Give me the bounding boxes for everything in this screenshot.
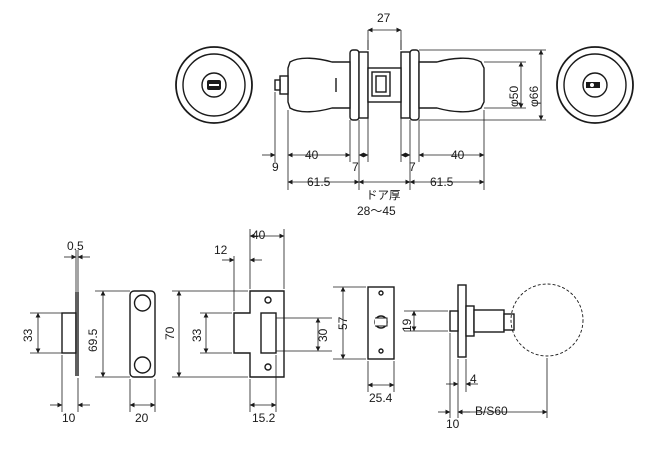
- dim-backset: B/S60: [475, 404, 508, 418]
- left-rose-view: [175, 46, 253, 124]
- dim-57: 57: [336, 316, 350, 330]
- lockset-side-view: [274, 49, 485, 121]
- dim-left-40: 40: [305, 148, 319, 162]
- dim-phi50: φ50: [507, 86, 521, 107]
- dim-33-left: 33: [21, 328, 35, 342]
- door-thickness-label: ドア厚: [366, 188, 401, 202]
- dim-25-4: 25.4: [369, 391, 393, 405]
- right-rose-view: [556, 46, 634, 124]
- dim-left-61-5: 61.5: [307, 175, 331, 189]
- dim-27: 27: [377, 11, 391, 25]
- dim-19: 19: [400, 318, 414, 332]
- dim-4: 4: [470, 372, 477, 386]
- dim-phi66: φ66: [527, 86, 541, 107]
- strike-box-view: 69.5 20: [86, 290, 156, 425]
- dim-15-2: 15.2: [252, 411, 276, 425]
- latch-side-view: 19 4 10 B/S60: [400, 283, 584, 431]
- dim-20: 20: [135, 411, 149, 425]
- dim-10-latch: 10: [446, 417, 460, 431]
- latch-face-view: 57 25.4: [333, 286, 395, 405]
- top-dimensions: 27 φ50 φ66 9 40 7 7 40 61.5: [262, 11, 546, 218]
- latch-plate-view: 0.5 33 10: [21, 239, 90, 425]
- dim-right-61-5: 61.5: [430, 175, 454, 189]
- door-thickness-range: 28～45: [357, 204, 396, 218]
- dim-left-7: 7: [352, 160, 359, 174]
- dim-0-5: 0.5: [67, 239, 84, 253]
- dim-33-strike: 33: [190, 328, 204, 342]
- dim-69-5: 69.5: [86, 328, 100, 352]
- dim-30: 30: [316, 328, 330, 342]
- dim-70: 70: [163, 326, 177, 340]
- strike-plate-view: 40 12 70 33 30 15.2: [163, 228, 332, 425]
- dim-40-strike: 40: [252, 228, 266, 242]
- dim-right-40: 40: [451, 148, 465, 162]
- dim-12: 12: [214, 243, 228, 257]
- dim-9: 9: [272, 160, 279, 174]
- dim-right-7: 7: [409, 160, 416, 174]
- dim-10-left: 10: [62, 411, 76, 425]
